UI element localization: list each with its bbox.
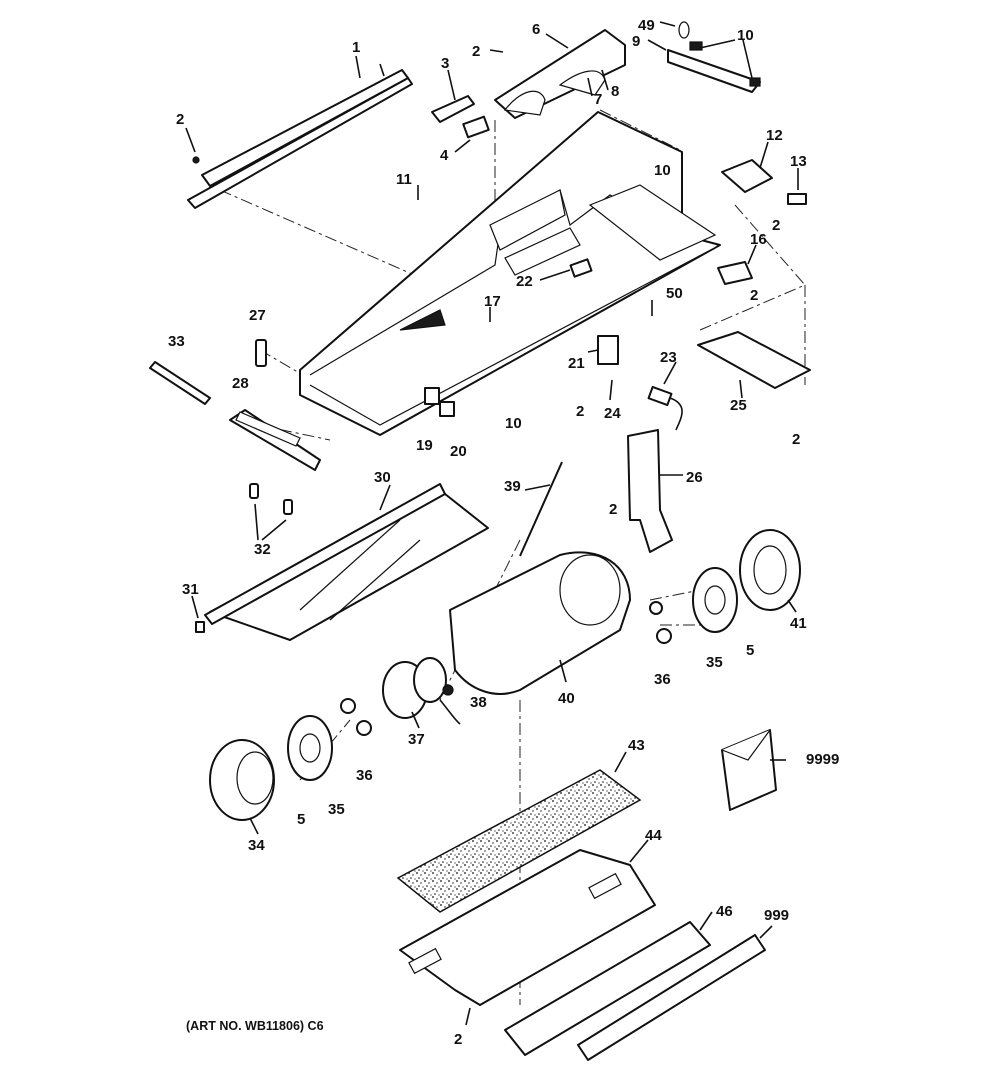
part-6-blower-bracket [494,29,626,119]
callout-3: 3 [441,55,449,72]
part-11-main-housing [299,111,721,436]
callout-2: 2 [472,43,480,60]
part-19-switch [424,387,440,405]
callout-4: 4 [440,147,449,164]
part-22-fuse [569,258,593,278]
callout-2: 2 [176,111,184,128]
callout-13: 13 [790,153,807,170]
part-44-bottom-panel [399,849,656,1006]
part-30-glass-panel [204,483,489,641]
callout-11: 11 [396,171,412,188]
callout-16: 16 [750,231,767,248]
callout-2: 2 [609,501,617,518]
part-39-rod [519,461,563,557]
callout-23: 23 [660,349,677,366]
part-36-grommet-left [340,698,372,736]
callout-22: 22 [516,273,533,290]
callout-28: 28 [232,375,249,392]
callout-labels: 1 2 2 3 4 6 7 8 49 9 10 10 10 11 12 13 2… [168,17,839,1048]
part-41-blower-wheel-right [739,529,801,611]
callout-999: 999 [764,907,789,924]
callout-26: 26 [686,469,703,486]
callout-1: 1 [352,39,360,56]
callout-38: 38 [470,694,487,711]
callout-44: 44 [645,827,662,844]
part-4-switch [462,115,490,139]
part-31-screw [195,621,205,633]
part-26-duct [627,429,673,553]
part-32-screws [249,483,293,515]
callout-2: 2 [576,403,584,420]
part-21-switch [597,335,619,365]
part-12-bracket [721,159,773,193]
part-999-lamp-tube [577,934,766,1061]
part-33-strip [149,361,211,405]
part-25-cover-plate [697,331,811,389]
part-35-motor-plate-right [692,567,738,633]
callout-2: 2 [792,431,800,448]
callout-35: 35 [328,801,345,818]
callout-5: 5 [297,811,305,828]
part-46-light-lens [504,921,711,1056]
callout-37: 37 [408,731,425,748]
callout-2: 2 [772,217,780,234]
part-16-bracket [717,261,753,285]
callout-2: 2 [454,1031,462,1048]
part-35-motor-plate-left [287,715,333,781]
callout-17: 17 [484,293,501,310]
callout-40: 40 [558,690,575,707]
callout-2: 2 [750,287,758,304]
callout-7: 7 [594,91,602,108]
callout-9999: 9999 [806,751,839,768]
callout-39: 39 [504,478,521,495]
art-number-caption: (ART NO. WB11806) C6 [186,1019,324,1033]
callout-8: 8 [611,83,619,100]
part-20-switch [439,401,455,417]
callout-21: 21 [568,355,585,372]
callout-49: 49 [638,17,655,34]
callout-27: 27 [249,307,266,324]
callout-24: 24 [604,405,621,422]
part-9999-literature-envelope [721,729,777,811]
callout-36: 36 [356,767,373,784]
callout-10: 10 [505,415,522,432]
callout-10: 10 [737,27,754,44]
callout-43: 43 [628,737,645,754]
part-3-switch-bracket [431,95,475,123]
callout-35: 35 [706,654,723,671]
part-34-blower-wheel-left [209,739,275,821]
callout-20: 20 [450,443,467,460]
callout-30: 30 [374,469,391,486]
callout-12: 12 [766,127,783,144]
part-37-motor [382,657,461,725]
callout-50: 50 [666,285,683,302]
part-40-blower-housing [449,551,631,695]
callout-19: 19 [416,437,433,454]
callout-9: 9 [632,33,640,50]
callout-31: 31 [182,581,199,598]
callout-5: 5 [746,642,754,659]
part-23-connector [647,385,683,431]
callout-6: 6 [532,21,540,38]
part-1-top-rail [187,63,413,209]
callout-25: 25 [730,397,747,414]
callout-36: 36 [654,671,671,688]
part-49-lamp [678,21,690,39]
callout-32: 32 [254,541,271,558]
callout-34: 34 [248,837,265,854]
part-13-clip [787,193,807,205]
part-36-grommet-right [649,601,672,644]
part-43-grease-filter [396,769,642,913]
part-38-coupling [442,684,454,696]
callout-46: 46 [716,903,733,920]
callout-leader-lines [185,21,799,1026]
part-27-gasket [255,339,267,367]
part-9-bracket [667,41,761,93]
callout-10: 10 [654,162,671,179]
callout-41: 41 [790,615,807,632]
callout-33: 33 [168,333,185,350]
part-28-hinge-bracket [229,409,321,471]
